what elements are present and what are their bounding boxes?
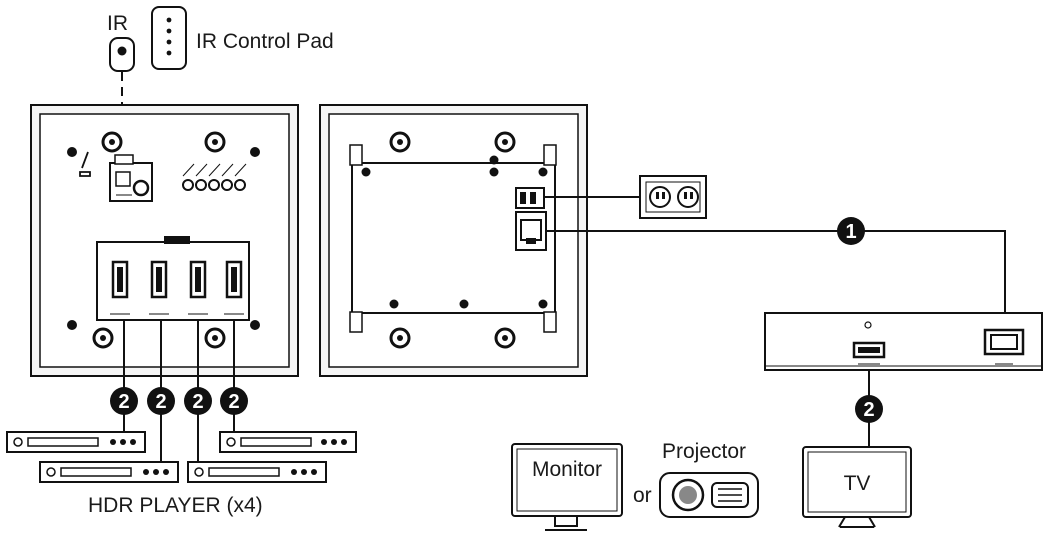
ir-label: IR bbox=[107, 12, 128, 35]
screw-icon bbox=[389, 131, 411, 153]
hdmi-input-panel bbox=[96, 236, 250, 321]
projector-icon bbox=[659, 472, 759, 518]
callout-badge-1: 1 bbox=[837, 217, 865, 245]
rj45-port bbox=[515, 211, 547, 251]
svg-text:2: 2 bbox=[118, 391, 129, 413]
hdmi-output-port bbox=[852, 341, 886, 365]
wall-plate-front bbox=[30, 104, 299, 377]
screw-icon bbox=[494, 327, 516, 349]
svg-text:2: 2 bbox=[155, 391, 166, 413]
screw-icon bbox=[101, 131, 123, 153]
screw-icon bbox=[494, 131, 516, 153]
svg-text:1: 1 bbox=[845, 221, 856, 243]
tv-icon bbox=[802, 446, 912, 528]
hdr-player-4 bbox=[219, 431, 357, 453]
screw-icon bbox=[204, 327, 226, 349]
screw-icon bbox=[92, 327, 114, 349]
monitor-icon bbox=[511, 443, 623, 531]
terminal-block bbox=[182, 163, 247, 191]
callout-badge-2-output: 2 bbox=[855, 395, 883, 423]
or-label: or bbox=[633, 484, 652, 507]
hdmi-port-icon bbox=[111, 260, 129, 299]
hdr-player-3 bbox=[187, 461, 327, 483]
projector-label: Projector bbox=[662, 440, 746, 463]
screw-icon bbox=[204, 131, 226, 153]
power-connector bbox=[515, 187, 545, 209]
callout-badge-2-in4: 2 bbox=[220, 387, 248, 415]
hdmi-port-icon bbox=[189, 260, 207, 299]
callout-badge-2-in2: 2 bbox=[147, 387, 175, 415]
ir-sensor bbox=[109, 37, 135, 125]
receiver-unit bbox=[764, 312, 1043, 371]
monitor-label: Monitor bbox=[532, 458, 602, 481]
svg-text:2: 2 bbox=[863, 399, 874, 421]
hdr-player-1 bbox=[6, 431, 146, 453]
rj45-input-port bbox=[983, 328, 1025, 365]
tv-label: TV bbox=[844, 472, 871, 495]
callout-badge-2-in3: 2 bbox=[184, 387, 212, 415]
hdmi-port-icon bbox=[150, 260, 168, 299]
ir-control-pad-icon bbox=[151, 6, 187, 70]
ir-control-pad-label: IR Control Pad bbox=[196, 30, 334, 53]
callout-badge-2-in1: 2 bbox=[110, 387, 138, 415]
svg-text:2: 2 bbox=[228, 391, 239, 413]
hdr-player-2 bbox=[39, 461, 179, 483]
wall-plate-back bbox=[319, 104, 588, 377]
ethernet-cable bbox=[546, 230, 1006, 330]
power-outlet-icon bbox=[544, 175, 707, 219]
hdr-player-label: HDR PLAYER (x4) bbox=[88, 494, 263, 517]
hdmi-port-icon bbox=[225, 260, 243, 299]
screw-icon bbox=[389, 327, 411, 349]
svg-text:2: 2 bbox=[192, 391, 203, 413]
ir-port bbox=[109, 154, 153, 202]
